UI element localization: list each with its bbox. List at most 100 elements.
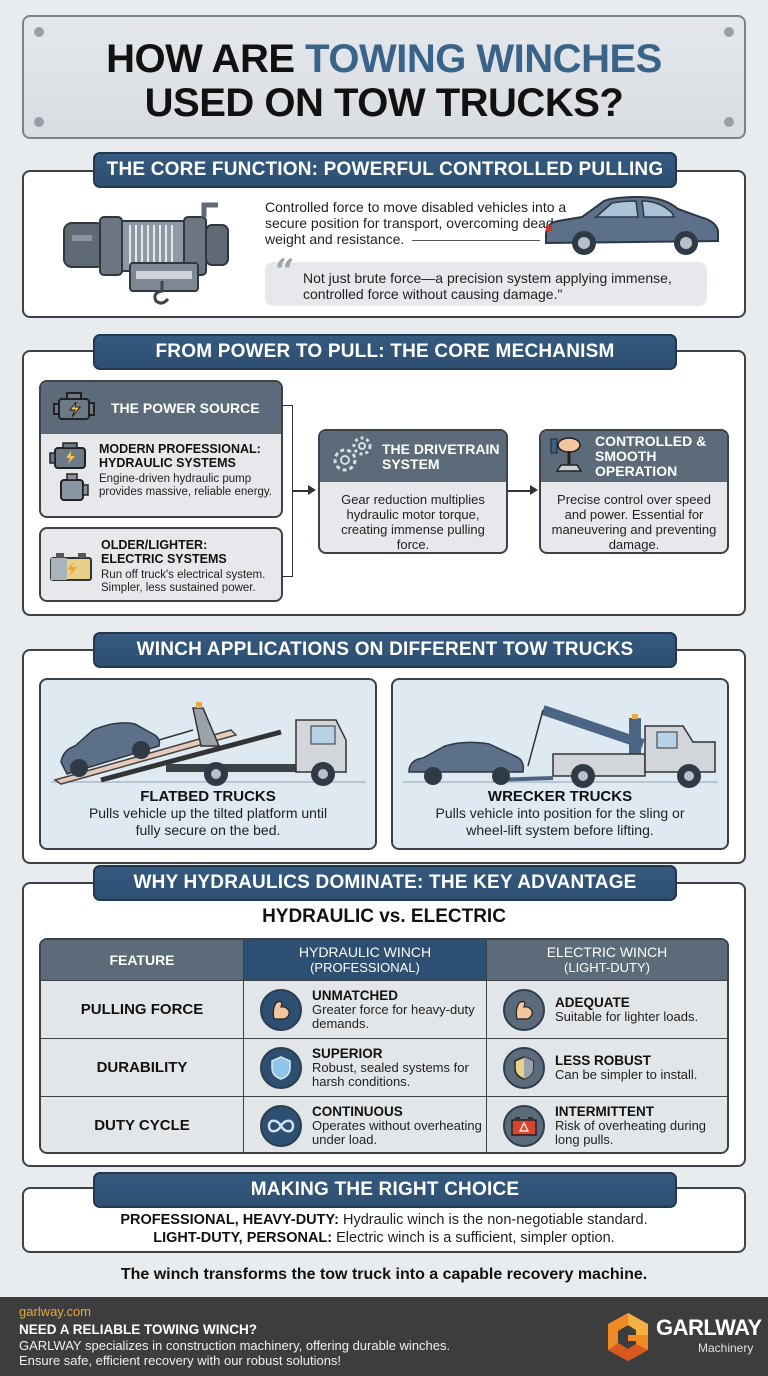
drivetrain-text: Gear reduction multiplies hydraulic moto… (341, 492, 485, 552)
feature-cell: DURABILITY (41, 1039, 244, 1096)
cell-text: Robust, sealed systems for harsh conditi… (312, 1059, 469, 1089)
header-hydraulic-title: HYDRAULIC WINCH (298, 944, 432, 960)
footer: garlway.com NEED A RELIABLE TOWING WINCH… (0, 1297, 768, 1376)
choice-text: Electric winch is a sufficient, simpler … (332, 1230, 615, 1246)
cell-title: ADEQUATE (555, 994, 630, 1010)
cell-title: SUPERIOR (312, 1045, 383, 1061)
tow-line (412, 240, 540, 241)
comparison-subtitle: HYDRAULIC vs. ELECTRIC (262, 906, 506, 927)
comparison-banner: WHY HYDRAULICS DOMINATE: THE KEY ADVANTA… (93, 865, 677, 901)
flatbed-truck-icon (41, 680, 375, 788)
control-text: Precise control over speed and power. Es… (551, 492, 717, 552)
electric-cell: LESS ROBUST Can be simpler to install. (487, 1039, 727, 1096)
title-plate: HOW ARE TOWING WINCHES USED ON TOW TRUCK… (22, 15, 746, 139)
quote-text: Not just brute force—a precision system … (303, 270, 672, 302)
cell-text: Greater force for heavy-duty demands. (312, 1001, 475, 1031)
flexed-arm-icon (260, 988, 302, 1031)
choice-label: PROFESSIONAL, HEAVY-DUTY: (120, 1212, 339, 1228)
flatbed-panel: FLATBED TRUCKS Pulls vehicle up the tilt… (39, 678, 377, 850)
wrecker-text: Pulls vehicle into position for the slin… (435, 805, 685, 838)
electric-cell: ADEQUATE Suitable for lighter loads. (487, 981, 727, 1038)
joystick-hand-icon (549, 435, 587, 478)
cell-text: Suitable for lighter loads. (555, 1008, 699, 1024)
cell-title: LESS ROBUST (555, 1052, 652, 1068)
page-title-line-1: HOW ARE TOWING WINCHES (24, 37, 744, 81)
electric-text: Run off truck's electrical system. Simpl… (101, 569, 266, 594)
table-row: DURABILITY SUPERIOR Robust, sealed syste… (41, 1038, 727, 1096)
header-electric-sub: (LIGHT-DUTY) (564, 960, 650, 975)
choice-label: LIGHT-DUTY, PERSONAL: (153, 1230, 333, 1246)
cell-title: CONTINUOUS (312, 1103, 403, 1119)
infinity-icon (260, 1104, 302, 1147)
hydraulic-cell: SUPERIOR Robust, sealed systems for hars… (244, 1039, 487, 1096)
rivet-icon (34, 117, 44, 127)
wrecker-truck-icon (393, 680, 727, 788)
engine-icon (53, 391, 97, 426)
table-row: PULLING FORCE UNMATCHED Greater force fo… (41, 980, 727, 1038)
power-source-title: THE POWER SOURCE (111, 399, 260, 416)
mechanism-banner: FROM POWER TO PULL: THE CORE MECHANISM (93, 334, 677, 370)
flexed-arm-icon (503, 988, 545, 1031)
comparison-table: FEATURE HYDRAULIC WINCH (PROFESSIONAL) E… (39, 938, 729, 1154)
table-header: FEATURE HYDRAULIC WINCH (PROFESSIONAL) E… (41, 940, 727, 980)
title-accent: TOWING WINCHES (305, 37, 662, 81)
feature-cell: PULLING FORCE (41, 981, 244, 1038)
cell-title: UNMATCHED (312, 987, 398, 1003)
control-header: CONTROLLED & SMOOTH OPERATION (541, 431, 727, 482)
site-link[interactable]: garlway.com (19, 1304, 92, 1319)
flatbed-text: Pulls vehicle up the tilted platform unt… (88, 805, 328, 838)
hydraulic-pump-icon (49, 442, 99, 513)
header-hydraulic: HYDRAULIC WINCH (PROFESSIONAL) (244, 940, 487, 980)
arrow-head-icon (530, 485, 538, 495)
car-icon (540, 195, 725, 257)
brand-sub: Machinery (698, 1341, 754, 1355)
wrecker-panel: WRECKER TRUCKS Pulls vehicle into positi… (391, 678, 729, 850)
flatbed-title: FLATBED TRUCKS (140, 788, 276, 805)
hydraulic-cell: CONTINUOUS Operates without overheating … (244, 1097, 487, 1152)
shield-icon (503, 1046, 545, 1089)
brand-name: GARLWAY (656, 1315, 762, 1340)
footer-line-2: Ensure safe, efficient recovery with our… (19, 1353, 342, 1368)
header-hydraulic-sub: (PROFESSIONAL) (310, 960, 420, 975)
footer-line-1: GARLWAY specializes in construction mach… (19, 1338, 451, 1353)
power-source-box: THE POWER SOURCE MODERN PROFESSIONAL: HY… (39, 380, 283, 518)
hydraulic-text: Engine-driven hydraulic pump provides ma… (99, 473, 273, 498)
bracket-connector (283, 405, 293, 577)
electric-title-2: ELECTRIC SYSTEMS (101, 552, 227, 566)
page-title-line-2: USED ON TOW TRUCKS? (144, 81, 624, 125)
shield-icon (260, 1046, 302, 1089)
choice-line-professional: PROFESSIONAL, HEAVY-DUTY: Hydraulic winc… (22, 1211, 746, 1229)
arrow-connector-1 (293, 490, 313, 492)
quote-box: “ Not just brute force—a precision syste… (265, 252, 707, 306)
rivet-icon (34, 27, 44, 37)
choice-line-light: LIGHT-DUTY, PERSONAL: Electric winch is … (22, 1229, 746, 1247)
drivetrain-title: THE DRIVETRAIN SYSTEM (382, 440, 500, 472)
choice-text: Hydraulic winch is the non-negotiable st… (338, 1212, 648, 1228)
title-prefix: HOW ARE (106, 37, 306, 81)
control-box: CONTROLLED & SMOOTH OPERATION Precise co… (539, 429, 729, 554)
power-source-header: THE POWER SOURCE (41, 382, 281, 434)
core-function-description: Controlled force to move disabled vehicl… (265, 199, 567, 247)
rivet-icon (724, 27, 734, 37)
tagline: The winch transforms the tow truck into … (120, 1266, 648, 1283)
arrow-connector-2 (508, 490, 532, 492)
drivetrain-box: THE DRIVETRAIN SYSTEM Gear reduction mul… (318, 429, 508, 554)
winch-icon (60, 195, 235, 307)
hydraulic-system-item: MODERN PROFESSIONAL: HYDRAULIC SYSTEMS E… (41, 434, 281, 513)
choice-banner: MAKING THE RIGHT CHOICE (93, 1172, 677, 1208)
applications-banner: WINCH APPLICATIONS ON DIFFERENT TOW TRUC… (93, 632, 677, 668)
hydraulic-cell: UNMATCHED Greater force for heavy-duty d… (244, 981, 487, 1038)
table-row: DUTY CYCLE CONTINUOUS Operates without o… (41, 1096, 727, 1152)
header-electric-title: ELECTRIC WINCH (546, 944, 668, 960)
electric-system-box: OLDER/LIGHTER: ELECTRIC SYSTEMS Run off … (39, 527, 283, 602)
header-feature: FEATURE (41, 940, 244, 980)
rivet-icon (724, 117, 734, 127)
garlway-logo-icon (604, 1311, 652, 1363)
battery-icon (49, 538, 101, 595)
quote-mark-icon: “ (275, 252, 295, 292)
header-electric: ELECTRIC WINCH (LIGHT-DUTY) (487, 940, 727, 980)
hydraulic-title-1: MODERN PROFESSIONAL: (99, 442, 261, 456)
cell-text: Can be simpler to install. (555, 1066, 698, 1082)
footer-headline: NEED A RELIABLE TOWING WINCH? (19, 1322, 257, 1337)
electric-system-item: OLDER/LIGHTER: ELECTRIC SYSTEMS Run off … (41, 529, 281, 595)
